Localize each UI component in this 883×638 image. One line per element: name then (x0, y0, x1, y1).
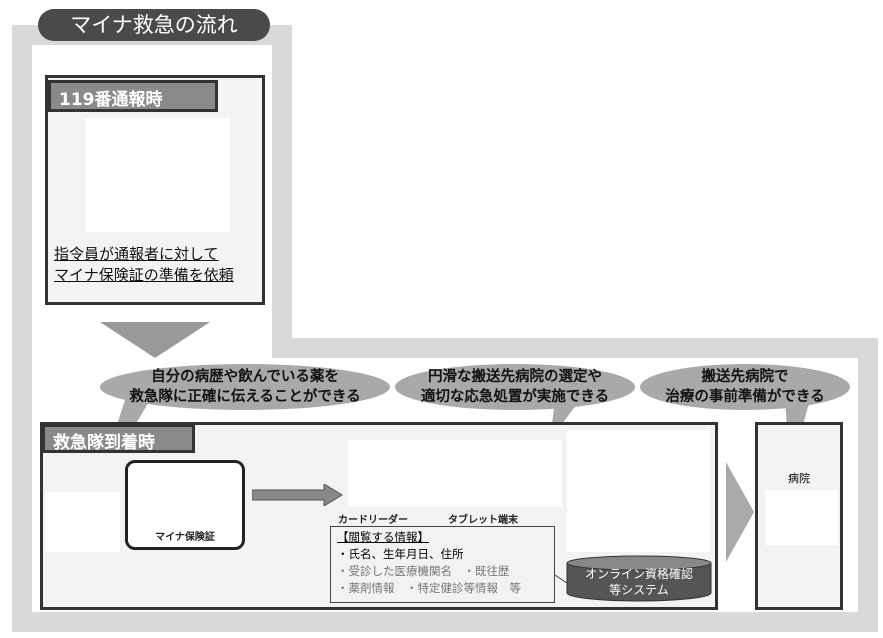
bubble-1-line2: 救急隊に正確に伝えることができる (129, 389, 361, 405)
device-image (348, 440, 562, 507)
page-title: マイナ救急の流れ (38, 9, 270, 41)
hospital-label: 病院 (788, 472, 810, 485)
call-text-1: 指令員が通報者に対して (54, 245, 219, 263)
bubble-3-line2: 治療の事前準備ができる (665, 389, 825, 405)
info-item: ・受診した医療機関名 ・既往歴 (337, 564, 510, 578)
hospital-link-image (567, 430, 710, 552)
info-box: 【閲覧する情報】 ・氏名、生年月日、住所 ・受診した医療機関名 ・既往歴 ・薬剤… (330, 526, 555, 603)
bubble-1: 自分の病歴や飲んでいる薬を救急隊に正確に伝えることができる (100, 364, 390, 410)
call-text: 指令員が通報者に対して マイナ保険証の準備を依頼 (54, 244, 234, 286)
info-item: ・氏名、生年月日、住所 (337, 547, 464, 561)
patient-image (45, 492, 120, 552)
mynumber-card: マイナ保険証 (125, 460, 245, 550)
tablet-label: タブレット端末 (448, 515, 518, 526)
right-arrow-icon (252, 484, 343, 506)
call-text-2: マイナ保険証の準備を依頼 (54, 266, 234, 284)
bubble-1-line1: 自分の病歴や飲んでいる薬を (151, 369, 339, 385)
card-label: マイナ保険証 (155, 532, 215, 543)
big-right-arrow-icon (726, 462, 754, 562)
call-image (85, 118, 230, 232)
bubble-3: 搬送先病院で治療の事前準備ができる (640, 364, 850, 410)
system-line1: オンライン資格確認 (584, 567, 693, 581)
bubble-2-line2: 適切な応急処置が実施できる (420, 389, 610, 405)
hospital-image (765, 490, 838, 545)
bubble-2-line1: 円滑な搬送先病院の選定や (428, 369, 602, 385)
reader-label: カードリーダー (338, 515, 408, 526)
call-header: 119番通報時 (48, 80, 218, 112)
system-line2: 等システム (609, 583, 669, 597)
bubble-2: 円滑な搬送先病院の選定や適切な応急処置が実施できる (395, 364, 635, 410)
info-title: 【閲覧する情報】 (337, 530, 429, 544)
system-label: オンライン資格確認 等システム (567, 566, 711, 598)
arrival-header: 救急隊到着時 (42, 424, 195, 453)
info-item: ・薬剤情報 ・特定健診等情報 等 (337, 581, 521, 595)
database-icon (555, 555, 712, 602)
down-arrow (100, 322, 210, 358)
bubble-3-line1: 搬送先病院で (701, 369, 789, 385)
